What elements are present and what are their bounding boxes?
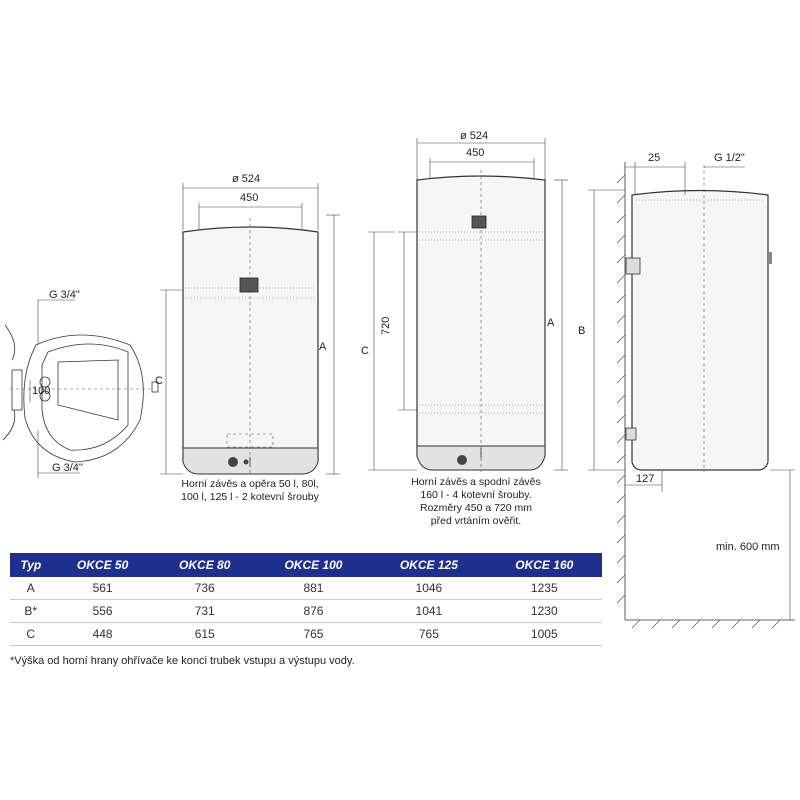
small-tank-caption-line-1: Horní závěs a opěra 50 l, 80l, <box>181 478 318 490</box>
table-header-typ: Typ <box>10 553 52 577</box>
dimension-table: Typ OKCE 50 OKCE 80 OKCE 100 OKCE 125 OK… <box>10 553 602 646</box>
large-tank-width: 450 <box>466 147 484 159</box>
table-cell: 615 <box>153 622 256 646</box>
table-cell: 1005 <box>486 622 602 646</box>
table-cell: 1046 <box>371 577 487 600</box>
table-cell: 765 <box>255 622 372 646</box>
small-tank-diameter: ø 524 <box>232 173 260 185</box>
wall-mount-view: 25 G 1/2" B 127 min. 600 mm <box>578 152 795 629</box>
table-cell: 1235 <box>486 577 602 600</box>
large-tank-caption-line-4: před vrtáním ověřit. <box>431 515 521 527</box>
side-view: G 3/4" 100 G 3/4" <box>2 289 159 478</box>
g-bottom-label: G 3/4" <box>52 462 83 474</box>
table-row: A 561 736 881 1046 1235 <box>10 577 602 600</box>
wall-min-clearance: min. 600 mm <box>716 541 780 553</box>
table-header-okce-160: OKCE 160 <box>486 553 602 577</box>
table-cell: 1230 <box>486 599 602 623</box>
small-tank-label-a: A <box>319 341 327 353</box>
large-tank-label-c: C <box>361 345 369 357</box>
table-footnote: *Výška od horní hrany ohřívače ke konci … <box>10 655 355 667</box>
large-tank-label-a: A <box>547 317 555 329</box>
table-cell: 765 <box>371 622 487 646</box>
table-header-okce-125: OKCE 125 <box>371 553 487 577</box>
table-cell: 731 <box>153 599 256 623</box>
table-header-row: Typ OKCE 50 OKCE 80 OKCE 100 OKCE 125 OK… <box>10 553 602 577</box>
large-tank-diameter: ø 524 <box>460 130 488 142</box>
wall-dim-25: 25 <box>648 152 660 164</box>
table-cell: B* <box>10 599 52 623</box>
small-tank-width: 450 <box>240 192 258 204</box>
wall-g-half: G 1/2" <box>714 152 745 164</box>
table-cell: 736 <box>153 577 256 600</box>
table-cell: 876 <box>255 599 372 623</box>
small-tank-view: ø 524 450 A C Horní závěs a opěra 50 l, … <box>155 173 340 503</box>
large-tank-dim-720: 720 <box>380 317 392 335</box>
table-header-okce-50: OKCE 50 <box>51 553 154 577</box>
table-cell: A <box>10 577 52 600</box>
table-row: B* 556 731 876 1041 1230 <box>10 599 602 623</box>
dim-100-label: 100 <box>32 385 50 397</box>
table-cell: 556 <box>51 599 154 623</box>
g-top-label: G 3/4" <box>49 289 80 301</box>
large-tank-caption-line-2: 160 l - 4 kotevní šrouby. <box>420 489 531 501</box>
table-header-okce-100: OKCE 100 <box>255 553 372 577</box>
table-cell: 448 <box>51 622 154 646</box>
small-tank-label-c: C <box>155 375 163 387</box>
table-cell: 1041 <box>371 599 487 623</box>
large-tank-caption-line-3: Rozměry 450 a 720 mm <box>420 502 532 514</box>
small-tank-caption-line-2: 100 l, 125 l - 2 kotevní šrouby <box>181 491 319 503</box>
wall-dim-127: 127 <box>636 473 654 485</box>
large-tank-view: ø 524 450 720 C A Horní závěs a spodní z… <box>361 130 568 527</box>
table-cell: C <box>10 622 52 646</box>
wall-label-b: B <box>578 325 585 337</box>
table-cell: 881 <box>255 577 372 600</box>
table-header-okce-80: OKCE 80 <box>153 553 256 577</box>
large-tank-caption-line-1: Horní závěs a spodní závěs <box>411 476 541 488</box>
table-row: C 448 615 765 765 1005 <box>10 622 602 646</box>
table-cell: 561 <box>51 577 154 600</box>
